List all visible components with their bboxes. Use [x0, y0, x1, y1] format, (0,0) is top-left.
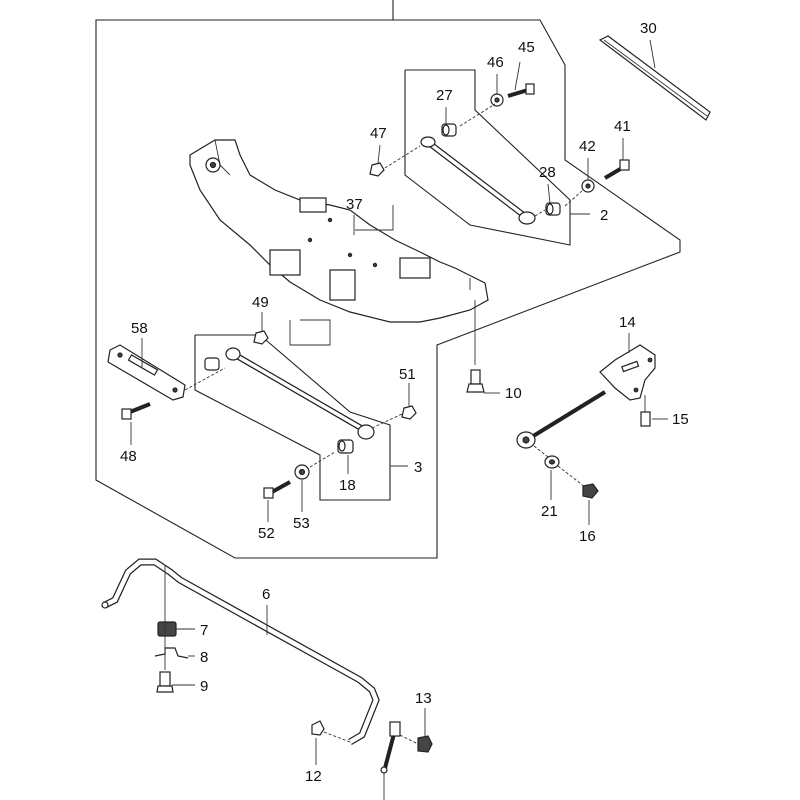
part-13-nut: [417, 735, 433, 753]
part-45-bolt: [507, 83, 535, 98]
part-53-washer: [294, 464, 310, 480]
callout-46: 46: [487, 54, 504, 71]
leader-lines: [130, 61, 668, 765]
part-link-rod: [516, 390, 607, 449]
callout-28: 28: [539, 164, 556, 181]
callout-47: 47: [370, 125, 387, 142]
part-49-nut: [253, 330, 269, 345]
callout-16: 16: [579, 528, 596, 545]
callout-48: 48: [120, 448, 137, 465]
part-47-nut: [369, 162, 385, 177]
part-12-nut: [311, 720, 325, 736]
part-48-bolt: [121, 402, 151, 420]
assembly-boundary-outline: [95, 0, 681, 559]
part-42-washer: [581, 179, 595, 193]
callout-37: 37: [346, 196, 363, 213]
part-3-lower-arm: [225, 347, 375, 440]
callout-9: 9: [200, 678, 208, 695]
callout-8: 8: [200, 649, 208, 666]
part-15-bolt: [640, 395, 651, 427]
callout-2: 2: [600, 207, 608, 224]
callout-12: 12: [305, 768, 322, 785]
callout-45: 45: [518, 39, 535, 56]
part-46-washer: [490, 93, 504, 107]
part-14-bracket: [599, 344, 656, 401]
part-2-upper-arm: [420, 136, 536, 225]
part-16-nut: [582, 483, 599, 499]
callout-18: 18: [339, 477, 356, 494]
part-41-bolt: [603, 159, 630, 180]
part-58-plate: [107, 344, 186, 401]
part-6-stabilizer-bar: [101, 558, 380, 746]
callout-58: 58: [131, 320, 148, 337]
callout-13: 13: [415, 690, 432, 707]
part-9-bolt: [156, 565, 174, 693]
callout-51: 51: [399, 366, 416, 383]
part-51-nut: [401, 405, 417, 420]
part-27-bushing: [441, 123, 457, 137]
part-8-clamp: [154, 647, 189, 659]
part-10-bolt: [466, 300, 485, 393]
part-lower-bushing-left: [204, 357, 220, 371]
callout-10: 10: [505, 385, 522, 402]
callout-6: 6: [262, 586, 270, 603]
part-28-bushing: [545, 202, 561, 216]
part-18-bushing: [337, 439, 354, 454]
callout-14: 14: [619, 314, 636, 331]
callout-7: 7: [200, 622, 208, 639]
part-3-group-box: [194, 334, 391, 501]
callout-42: 42: [579, 138, 596, 155]
callout-3: 3: [414, 459, 422, 476]
callout-53: 53: [293, 515, 310, 532]
callout-52: 52: [258, 525, 275, 542]
callout-30: 30: [640, 20, 657, 37]
part-30-strip: [598, 35, 711, 121]
callout-41: 41: [614, 118, 631, 135]
callout-49: 49: [252, 294, 269, 311]
callout-21: 21: [541, 503, 558, 520]
part-end-link: [380, 721, 401, 800]
part-21-washer: [544, 455, 560, 469]
part-7-bushing: [157, 621, 177, 637]
part-2-group-box: [404, 69, 571, 246]
part-52-bolt: [263, 480, 291, 499]
callout-27: 27: [436, 87, 453, 104]
part-37-crossmember: [189, 139, 489, 323]
callout-15: 15: [672, 411, 689, 428]
